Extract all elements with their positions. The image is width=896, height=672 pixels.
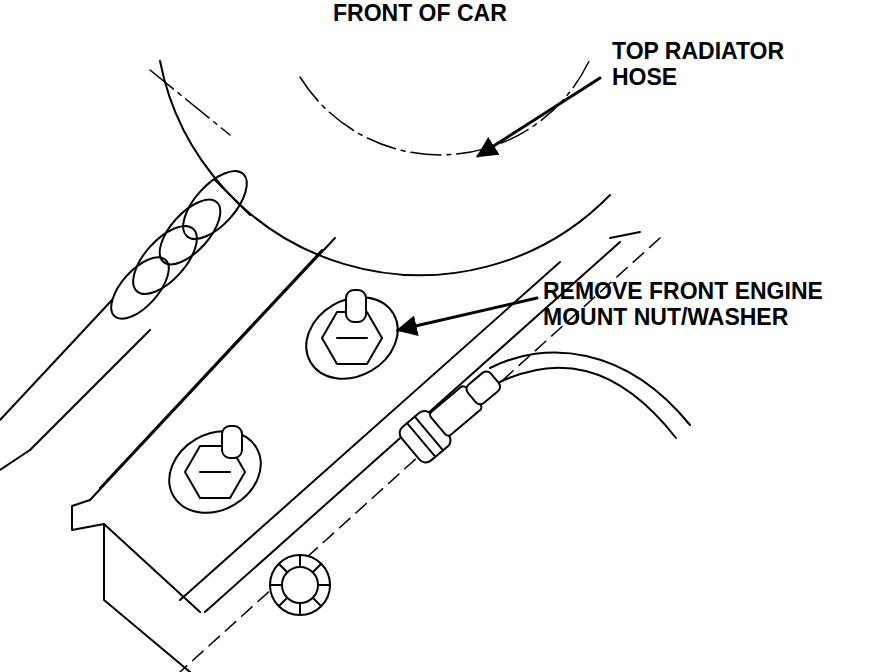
rear-mount-nut xyxy=(154,415,275,529)
callout-label: TOP RADIATOR HOSE xyxy=(612,38,847,90)
leader-arrow xyxy=(398,298,537,330)
callout-label: FRONT OF CAR xyxy=(333,0,543,26)
sensor xyxy=(396,353,690,466)
hose-centerline xyxy=(300,59,590,155)
front-mount-nut xyxy=(291,281,412,395)
castle-nut xyxy=(270,555,330,615)
leader-arrow xyxy=(478,78,600,156)
hidden-line xyxy=(150,70,230,135)
callout-label: REMOVE FRONT ENGINE MOUNT NUT/WASHER xyxy=(543,278,888,330)
hose-boot xyxy=(0,160,258,470)
radiator-hose xyxy=(160,61,610,275)
